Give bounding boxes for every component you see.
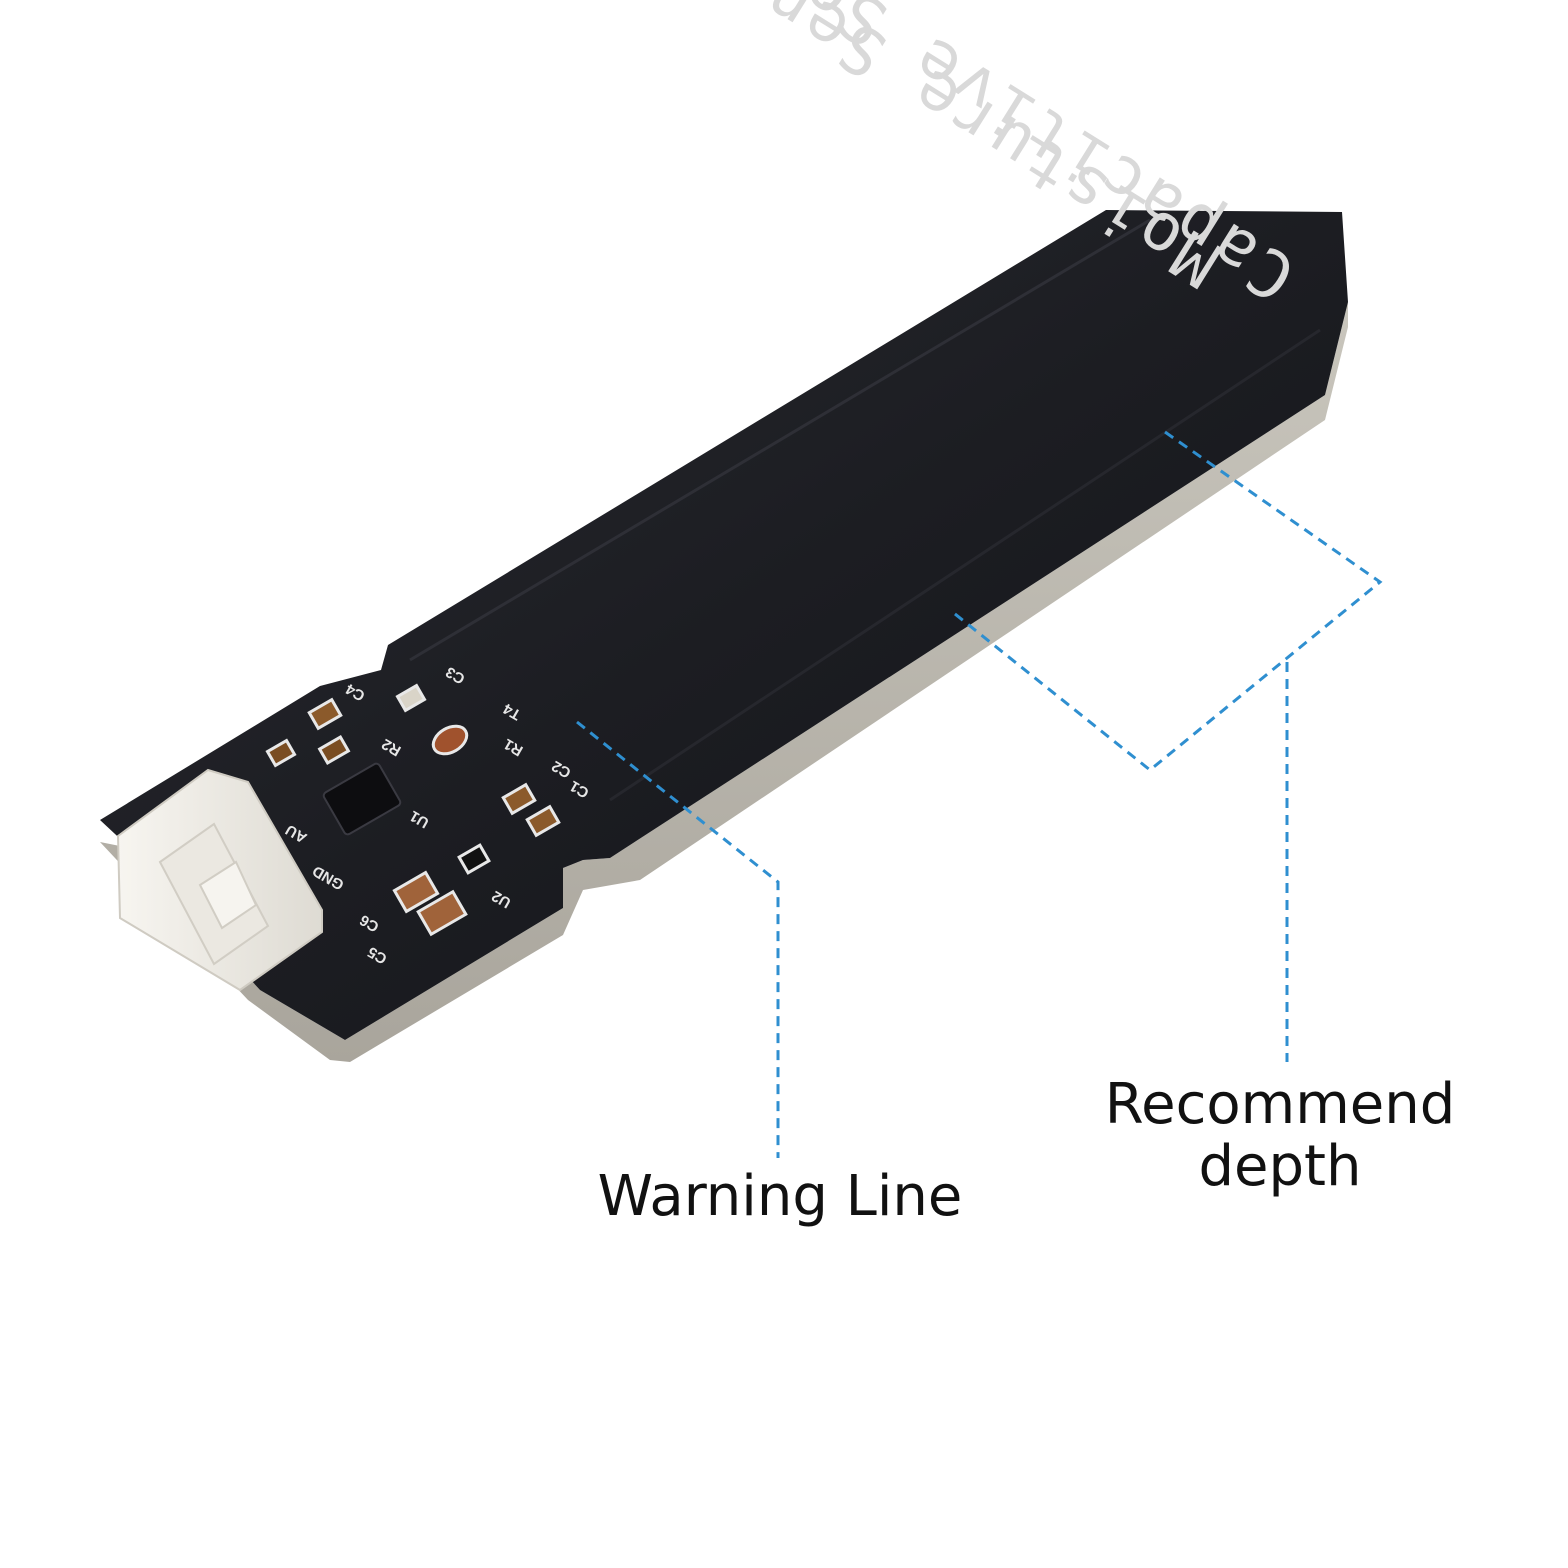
warning-line-label: Warning Line <box>597 1164 963 1229</box>
diode <box>431 724 469 756</box>
capacitor <box>525 804 561 838</box>
ic-chip <box>322 762 402 836</box>
recommend-depth-callout <box>949 430 1383 1062</box>
pcb-trace <box>409 218 1151 662</box>
resistor <box>265 738 297 768</box>
regulator <box>457 843 491 875</box>
recommend-depth-label-line1: Recommend <box>1104 1072 1456 1137</box>
pcb-board <box>100 210 1348 1040</box>
warning-line-callout <box>576 720 780 1158</box>
warning-dashed-line <box>576 720 780 1158</box>
resistor <box>317 735 351 765</box>
jst-connector <box>116 768 323 992</box>
pcb-trace <box>609 328 1321 802</box>
capacitor <box>395 683 427 713</box>
smd-components <box>265 683 561 937</box>
recommend-depth-label: Recommend depth <box>1080 1074 1480 1198</box>
connector-latch <box>198 860 258 930</box>
label-t4: T4 <box>500 699 524 723</box>
depth-dashed-bracket <box>949 430 1383 772</box>
capacitor <box>392 870 440 914</box>
capacitor <box>416 889 468 937</box>
recommend-depth-label-line2: depth <box>1198 1134 1362 1199</box>
capacitor <box>501 782 537 816</box>
resistor <box>307 697 343 731</box>
